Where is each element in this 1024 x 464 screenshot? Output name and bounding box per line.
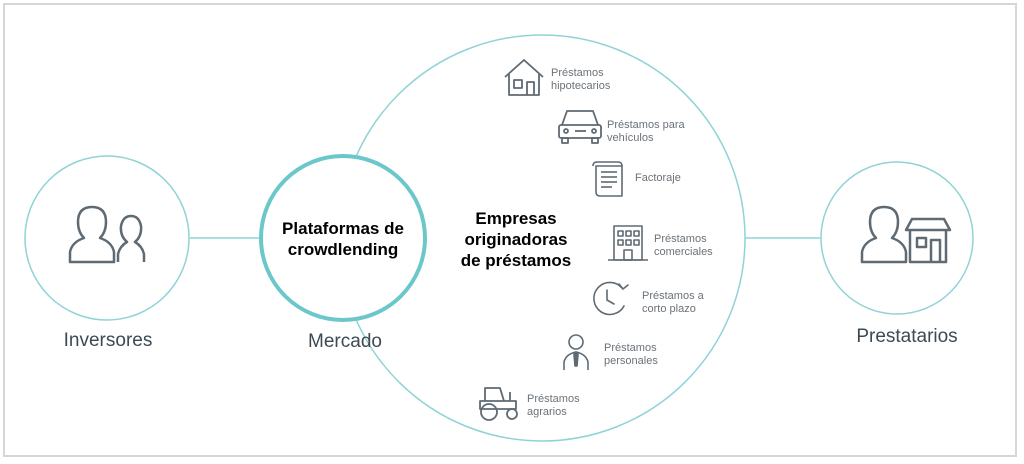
loan-type-line1: Préstamos (654, 233, 707, 245)
loan-type-line1: Préstamos para (607, 119, 685, 131)
originators-title-line3: de préstamos (460, 251, 572, 270)
car-icon (558, 110, 602, 144)
platform-circle (259, 154, 427, 322)
loan-type-label-personal: Préstamos personales (604, 342, 658, 368)
invoice-scroll-icon (592, 161, 623, 197)
investors-icon (68, 205, 146, 264)
borrower-shop-icon (860, 205, 952, 264)
house-icon (504, 59, 544, 96)
investors-circle (24, 155, 190, 321)
originators-title-line2: originadoras (464, 230, 568, 249)
loan-type-label-agricultural: Préstamos agrarios (527, 393, 580, 419)
loan-type-line2: comerciales (654, 246, 713, 258)
loan-type-line1: Préstamos (604, 342, 657, 354)
market-caption: Mercado (308, 331, 382, 352)
loan-type-label-mortgage: Préstamos hipotecarios (551, 67, 610, 93)
borrowers-circle (820, 161, 974, 315)
loan-type-line2: hipotecarios (551, 80, 611, 92)
loan-type-line2: vehículos (607, 132, 654, 144)
loan-type-line2: corto plazo (642, 303, 696, 315)
loan-type-label-commercial: Préstamos comerciales (654, 233, 713, 259)
investors-label: Inversores (63, 330, 153, 351)
platform-title-line2: crowdlending (287, 240, 399, 259)
originators-title-line1: Empresas (475, 209, 557, 228)
loan-type-line2: personales (604, 355, 658, 367)
tractor-icon (479, 387, 518, 421)
loan-type-line1: Préstamos a (642, 290, 704, 302)
loan-type-line1: Préstamos (551, 67, 604, 79)
person-tie-icon (563, 334, 589, 370)
loan-type-line1: Factoraje (635, 172, 681, 184)
clock-icon (593, 281, 629, 316)
loan-type-label-short-term: Préstamos a corto plazo (642, 290, 704, 316)
loan-type-line1: Préstamos (527, 393, 580, 405)
loan-type-label-factoring: Factoraje (635, 172, 681, 185)
loan-type-line2: agrarios (527, 406, 567, 418)
platform-title: Plataformas de crowdlending (262, 218, 424, 260)
loan-type-label-vehicle: Préstamos para vehículos (607, 119, 685, 145)
building-icon (608, 225, 648, 261)
originators-title: Empresas originadoras de préstamos (446, 208, 586, 271)
platform-title-line1: Plataformas de (282, 219, 404, 238)
borrowers-label: Prestatarios (856, 326, 958, 347)
